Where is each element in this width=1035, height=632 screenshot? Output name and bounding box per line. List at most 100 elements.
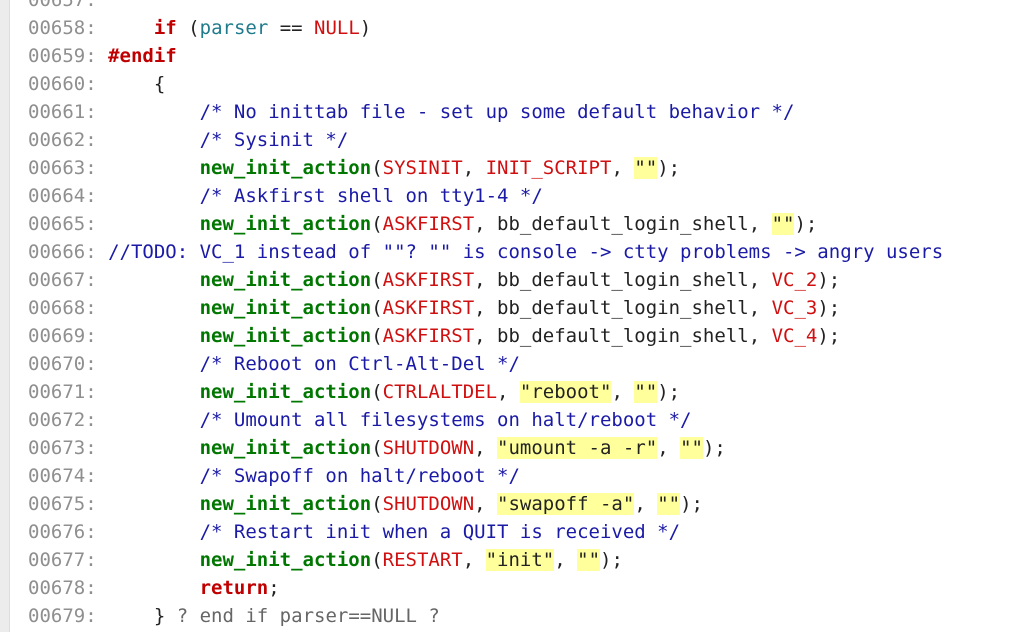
code-token: new_init_action	[199, 437, 372, 459]
code-token: RESTART	[382, 549, 463, 571]
code-line: 00671: new_init_action(CTRLALTDEL, "rebo…	[28, 378, 943, 406]
code-token: ""	[634, 381, 658, 403]
code-token: (	[371, 157, 383, 179]
code-token: ""	[657, 493, 681, 515]
code-token: ,	[497, 381, 520, 403]
code-token: ,	[657, 437, 681, 459]
code-token: /* No inittab file - set up some default…	[199, 101, 795, 123]
code-token: );	[657, 381, 681, 403]
code-token: SYSINIT	[382, 157, 463, 179]
code-token: (	[371, 381, 383, 403]
code-line: 00664: /* Askfirst shell on tty1-4 */	[28, 182, 943, 210]
code-token: ""	[634, 157, 658, 179]
code-line: 00673: new_init_action(SHUTDOWN, "umount…	[28, 434, 943, 462]
line-number: 00672:	[28, 409, 97, 431]
code-line: 00666: //TODO: VC_1 instead of ""? "" is…	[28, 238, 943, 266]
code-token: ,	[554, 549, 578, 571]
code-token: ASKFIRST	[382, 297, 475, 319]
code-line: 00659: #endif	[28, 42, 943, 70]
code-token: );	[600, 549, 623, 571]
code-line: 00661: /* No inittab file - set up some …	[28, 98, 943, 126]
code-token: "reboot"	[519, 381, 612, 403]
line-number: 00678:	[28, 577, 97, 599]
code-line: 00669: new_init_action(ASKFIRST, bb_defa…	[28, 322, 943, 350]
line-number: 00676:	[28, 521, 97, 543]
code-token: (	[371, 213, 383, 235]
line-number: 00674:	[28, 465, 97, 487]
code-token: ASKFIRST	[382, 213, 475, 235]
code-line: 00677: new_init_action(RESTART, "init", …	[28, 546, 943, 574]
code-token: , bb_default_login_shell,	[474, 213, 772, 235]
line-number: 00660:	[28, 73, 97, 95]
code-token: (	[371, 325, 383, 347]
code-token: NULL	[314, 17, 360, 39]
code-token: if	[153, 17, 177, 39]
code-token: (	[371, 493, 383, 515]
code-token: VC_4	[771, 325, 818, 347]
code-token: );	[817, 297, 841, 319]
code-line: 00674: /* Swapoff on halt/reboot */	[28, 462, 943, 490]
code-line: 00676: /* Restart init when a QUIT is re…	[28, 518, 943, 546]
code-token: ASKFIRST	[382, 269, 475, 291]
code-token: );	[817, 269, 841, 291]
code-token: {	[153, 73, 166, 95]
code-line: 00670: /* Reboot on Ctrl-Alt-Del */	[28, 350, 943, 378]
code-token: ,	[462, 157, 486, 179]
code-token: ,	[474, 493, 498, 515]
code-token: INIT_SCRIPT	[485, 157, 612, 179]
line-number: 00664:	[28, 185, 97, 207]
line-number: 00661:	[28, 101, 97, 123]
code-line: 00678: return;	[28, 574, 943, 602]
line-number: 00669:	[28, 325, 97, 347]
code-token: ""	[577, 549, 601, 571]
code-line: 00657:	[28, 0, 943, 14]
code-line: 00663: new_init_action(SYSINIT, INIT_SCR…	[28, 154, 943, 182]
code-token: ""	[771, 213, 795, 235]
code-token: VC_2	[771, 269, 818, 291]
line-number: 00671:	[28, 381, 97, 403]
line-number: 00673:	[28, 437, 97, 459]
code-token: }	[153, 605, 166, 627]
line-number: 00659:	[28, 45, 97, 67]
code-token: return	[199, 577, 269, 599]
code-token: SHUTDOWN	[382, 437, 475, 459]
code-token: );	[702, 437, 726, 459]
code-line: 00658: if (parser == NULL)	[28, 14, 943, 42]
code-token: ,	[611, 157, 635, 179]
code-token: );	[680, 493, 703, 515]
code-line: 00665: new_init_action(ASKFIRST, bb_defa…	[28, 210, 943, 238]
code-token: ==	[268, 17, 315, 39]
code-token: , bb_default_login_shell,	[474, 297, 772, 319]
code-listing: 00657: 00658: if (parser == NULL)00659: …	[28, 0, 943, 630]
code-token: /* Umount all filesystems on halt/reboot…	[199, 409, 692, 431]
code-token: ,	[611, 381, 635, 403]
code-line: 00667: new_init_action(ASKFIRST, bb_defa…	[28, 266, 943, 294]
code-token: ""	[680, 437, 703, 459]
code-token: new_init_action	[199, 381, 372, 403]
code-token: );	[817, 325, 841, 347]
code-token: ,	[634, 493, 658, 515]
code-token: ? end if parser==NULL ?	[165, 605, 440, 627]
code-token: );	[657, 157, 681, 179]
code-line: 00662: /* Sysinit */	[28, 126, 943, 154]
code-token: /* Reboot on Ctrl-Alt-Del */	[199, 353, 520, 375]
line-number: 00670:	[28, 353, 97, 375]
line-number: 00675:	[28, 493, 97, 515]
line-number: 00667:	[28, 269, 97, 291]
line-number: 00657:	[28, 0, 97, 11]
code-token: /* Swapoff on halt/reboot */	[199, 465, 520, 487]
line-number: 00662:	[28, 129, 97, 151]
code-token: )	[359, 17, 372, 39]
code-token: /* Restart init when a QUIT is received …	[199, 521, 681, 543]
code-token: "swapoff -a"	[497, 493, 635, 515]
code-token: );	[794, 213, 818, 235]
line-number: 00668:	[28, 297, 97, 319]
code-token: ;	[268, 577, 280, 599]
code-token: , bb_default_login_shell,	[474, 325, 772, 347]
code-token: ,	[474, 437, 498, 459]
line-number: 00658:	[28, 17, 97, 39]
code-token: CTRLALTDEL	[382, 381, 498, 403]
line-number: 00666:	[28, 241, 97, 263]
code-token: ASKFIRST	[382, 325, 475, 347]
code-token: (	[371, 549, 383, 571]
